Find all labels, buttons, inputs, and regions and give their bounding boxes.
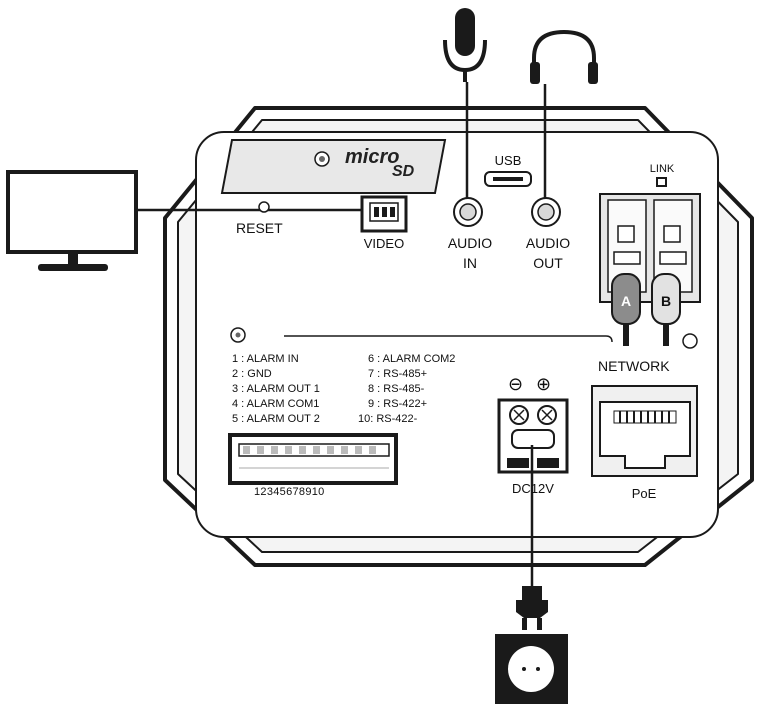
pin-list-item: 2 : GND <box>232 368 272 380</box>
pin-list-item: 6 : ALARM COM2 <box>368 353 456 365</box>
fiber-connector-a <box>611 273 641 346</box>
pin-list-item: 4 : ALARM COM1 <box>232 398 320 410</box>
right-screw <box>682 333 698 349</box>
dc-power-terminal <box>497 398 569 474</box>
monitor-icon <box>6 170 138 271</box>
audio-in-label-line1: AUDIO <box>447 235 493 251</box>
pin-list-left: 1 : ALARM IN 2 : GND 3 : ALARM OUT 1 4 :… <box>232 353 320 426</box>
alarm-terminal-block <box>228 433 398 485</box>
dc12v-label: DC12V <box>512 481 554 496</box>
port-b-label: B <box>661 293 671 309</box>
pin-list-item: 9 : RS-422+ <box>368 398 428 410</box>
audio-out-label-line1: AUDIO <box>525 235 571 251</box>
fiber-connector-b <box>651 273 681 346</box>
power-plug-icon <box>516 586 548 630</box>
terminal-number-label: 12345678910 <box>254 486 325 498</box>
video-label: VIDEO <box>363 236 405 251</box>
audio-out-jack <box>531 197 561 227</box>
reset-button <box>258 201 270 213</box>
panel-divider <box>284 335 613 343</box>
polarity-minus-symbol: ⊖ <box>508 374 524 394</box>
pin-list-item: 7 : RS-485+ <box>368 368 428 380</box>
usb-port-slot <box>493 177 523 181</box>
audio-out-label-line2: OUT <box>533 255 563 271</box>
pin-list-item: 8 : RS-485- <box>368 383 425 395</box>
polarity-plus-symbol: ⊕ <box>536 374 552 394</box>
reset-label: RESET <box>236 220 283 236</box>
pin-list-item: 1 : ALARM IN <box>232 353 299 365</box>
microphone-icon <box>443 8 487 82</box>
poe-label: PoE <box>631 486 657 501</box>
video-connector <box>360 195 408 233</box>
microsd-logo-text: micro <box>345 146 399 168</box>
headphones-icon <box>530 29 598 84</box>
pin-list-item: 3 : ALARM OUT 1 <box>232 383 320 395</box>
pin-list-item: 10: RS-422- <box>358 413 418 425</box>
microsd-logo-sd: SD <box>392 163 415 180</box>
microsd-slot-cover <box>220 139 447 194</box>
link-led <box>656 177 667 187</box>
poe-ethernet-port <box>591 385 698 477</box>
pin-list-right: 6 : ALARM COM2 7 : RS-485+ 8 : RS-485- 9… <box>358 353 455 426</box>
network-label: NETWORK <box>598 358 670 374</box>
audio-in-jack <box>453 197 483 227</box>
port-a-label: A <box>621 293 631 309</box>
microsd-screw-center <box>319 156 325 162</box>
pin-list-item: 5 : ALARM OUT 2 <box>232 413 320 425</box>
left-screw-center <box>235 332 241 338</box>
usb-label: USB <box>494 153 522 168</box>
audio-in-label-line2: IN <box>463 255 477 271</box>
link-label: LINK <box>649 163 675 175</box>
wall-socket-icon <box>495 634 568 704</box>
